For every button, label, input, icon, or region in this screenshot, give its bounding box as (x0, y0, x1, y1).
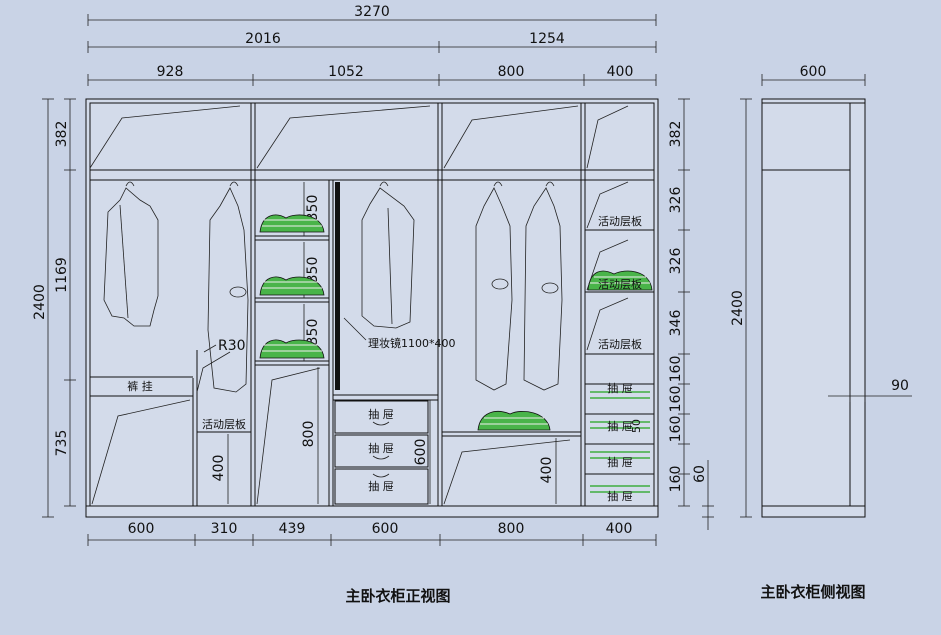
dim-right-extra: 60 (692, 465, 708, 483)
dim-bottom-4: 600 (372, 521, 399, 537)
folded-clothes-1 (259, 214, 325, 233)
dim-col-2: 1052 (328, 64, 364, 80)
right-drawer-fronts (590, 391, 650, 493)
side-dim-depth: 90 (891, 378, 909, 394)
dim-inner-600: 600 (413, 439, 429, 466)
odd-dim-label: 50 (630, 419, 643, 433)
dim-bottom-6: 400 (606, 521, 633, 537)
right-drawer-label-2: 抽 屉 (607, 419, 633, 433)
column-4: 活动层板 活动层板 活动层板 抽 屉 抽 屉 抽 屉 抽 屉 50 (585, 181, 654, 503)
dim-right-6: 160 (668, 386, 684, 413)
side-dim-height: 2400 (730, 290, 746, 326)
dim-right-3: 326 (668, 248, 684, 275)
side-dim-width: 600 (800, 64, 827, 80)
dim-col-1: 928 (157, 64, 184, 80)
dim-inner-800: 800 (301, 421, 317, 448)
right-dimensions: 382 326 326 346 160 160 160 160 60 (668, 98, 714, 530)
dim-shelf-350-2: 350 (305, 257, 321, 284)
dim-total-width: 3270 (354, 4, 390, 20)
dim-left-total: 2400 (32, 284, 48, 320)
folded-clothes (259, 214, 653, 431)
drawer-label-2: 抽 屉 (368, 441, 394, 455)
dim-col-3: 800 (498, 64, 525, 80)
top-dimensions: 3270 2016 1254 928 1052 800 400 (87, 4, 657, 86)
dim-bottom-3: 439 (279, 521, 306, 537)
dim-shelf-350-3: 350 (305, 319, 321, 346)
coat-3 (523, 181, 563, 391)
side-view: 600 2400 90 (730, 64, 912, 518)
column-1: 裤 挂 活动层板 R30 400 (90, 338, 251, 505)
radius-label: R30 (218, 338, 246, 354)
coat-1 (207, 181, 249, 393)
folded-clothes-5 (587, 270, 653, 291)
folded-clothes-2 (259, 276, 325, 296)
top-cabinets (89, 105, 629, 169)
dim-right-7: 160 (668, 416, 684, 443)
folded-clothes-4 (477, 411, 551, 431)
dim-bottom-2: 310 (211, 521, 238, 537)
pants-rack-label: 裤 挂 (127, 379, 153, 393)
side-view-title: 主卧衣柜侧视图 (760, 583, 865, 601)
left-dimensions: 2400 382 1169 735 (32, 98, 76, 518)
adjustable-shelf-label-2: 活动层板 (598, 214, 642, 228)
adjustable-shelf-label-4: 活动层板 (598, 337, 642, 351)
mirror-label: 理妆镜1100*400 (368, 336, 456, 350)
adjustable-shelf-label-3: 活动层板 (598, 277, 642, 291)
dim-left-3: 735 (54, 430, 70, 457)
drawer-label-1: 抽 屉 (368, 407, 394, 421)
coat-2 (475, 181, 513, 391)
column-3: 400 (442, 431, 581, 505)
shirt-2 (361, 181, 415, 329)
wardrobe-frame (85, 98, 659, 518)
dim-bottom-5: 800 (498, 521, 525, 537)
dim-right-5: 160 (668, 356, 684, 383)
dim-inner-400-a: 400 (211, 455, 227, 482)
dim-right-4: 346 (668, 310, 684, 337)
dim-inner-400-b: 400 (539, 457, 555, 484)
drawer-label-3: 抽 屉 (368, 479, 394, 493)
right-drawer-label-4: 抽 屉 (607, 489, 633, 503)
dim-left-group: 2016 (245, 31, 281, 47)
dim-bottom-1: 600 (128, 521, 155, 537)
dim-right-8: 160 (668, 466, 684, 493)
right-drawer-label-3: 抽 屉 (607, 455, 633, 469)
dim-right-1: 382 (668, 121, 684, 148)
dim-right-2: 326 (668, 187, 684, 214)
dim-shelf-350-1: 350 (305, 195, 321, 222)
front-view-title: 主卧衣柜正视图 (345, 587, 450, 605)
column-2-shelves: 350 350 350 800 (255, 182, 329, 505)
dim-left-2: 1169 (54, 257, 70, 293)
column-2-drawers: 理妆镜1100*400 抽 屉 抽 屉 抽 屉 600 (333, 182, 456, 505)
right-drawer-label-1: 抽 屉 (607, 381, 633, 395)
adjustable-shelf-label-1: 活动层板 (202, 417, 246, 431)
hanging-clothes (103, 181, 563, 393)
folded-clothes-3 (259, 339, 325, 359)
dim-col-4: 400 (607, 64, 634, 80)
shirt-1 (103, 181, 159, 327)
dim-left-1: 382 (54, 121, 70, 148)
bottom-dimensions: 600 310 439 600 800 400 (87, 521, 657, 546)
dim-right-group: 1254 (529, 31, 565, 47)
